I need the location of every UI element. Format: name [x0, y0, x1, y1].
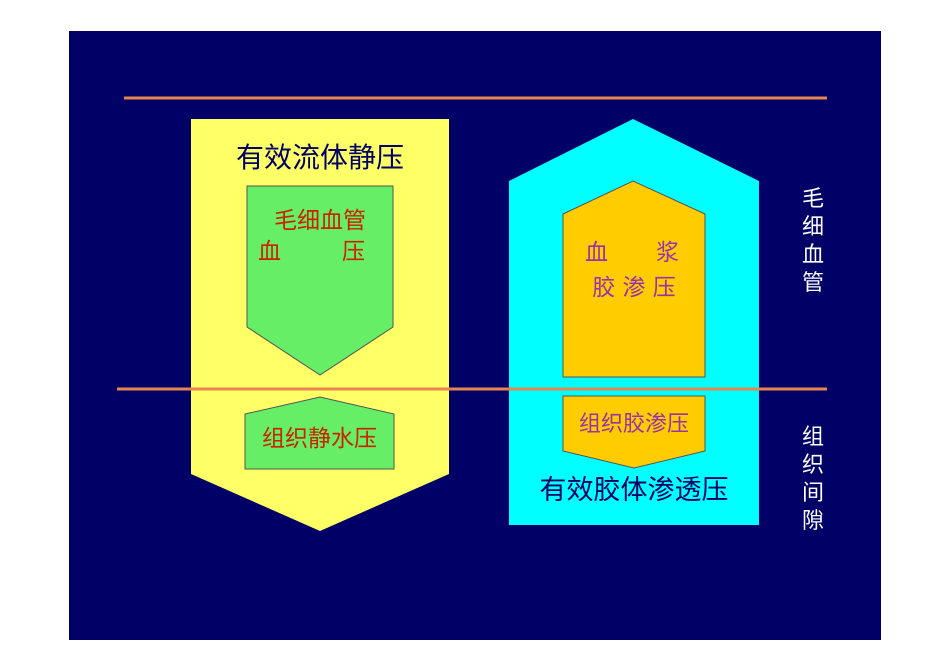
plasma-oncotic-line1a: 血: [585, 240, 608, 266]
capillary-pressure-line2b: 压: [342, 239, 365, 265]
capillary-pressure-line1: 毛细血管: [274, 208, 366, 234]
interstitial-side-label: 组织间隙: [801, 425, 824, 534]
plasma-oncotic-line1b: 浆: [656, 240, 679, 266]
hydrostatic-pressure-label: 有效流体静压: [235, 141, 404, 174]
plasma-oncotic-shape: [562, 180, 706, 378]
capillary-pressure-line2a: 血: [258, 239, 281, 265]
plasma-oncotic-line2: 胶 渗 压: [592, 275, 676, 301]
interstitial-hydrostatic-label: 组织静水压: [262, 426, 377, 452]
slide-background: 有效流体静压 毛细血管 血 压 组织静水压 血 浆 胶 渗 压 组织胶渗压 有效…: [69, 31, 881, 640]
capillary-side-label: 毛细血管: [801, 187, 824, 296]
diagram-canvas: [117, 96, 827, 531]
interstitial-hydrostatic-shape: [244, 396, 395, 470]
interstitial-oncotic-shape: [562, 395, 706, 469]
oncotic-pressure-label: 有效胶体渗透压: [539, 475, 729, 506]
capillary-pressure-shape: [246, 185, 394, 376]
interstitial-oncotic-label: 组织胶渗压: [578, 412, 689, 437]
